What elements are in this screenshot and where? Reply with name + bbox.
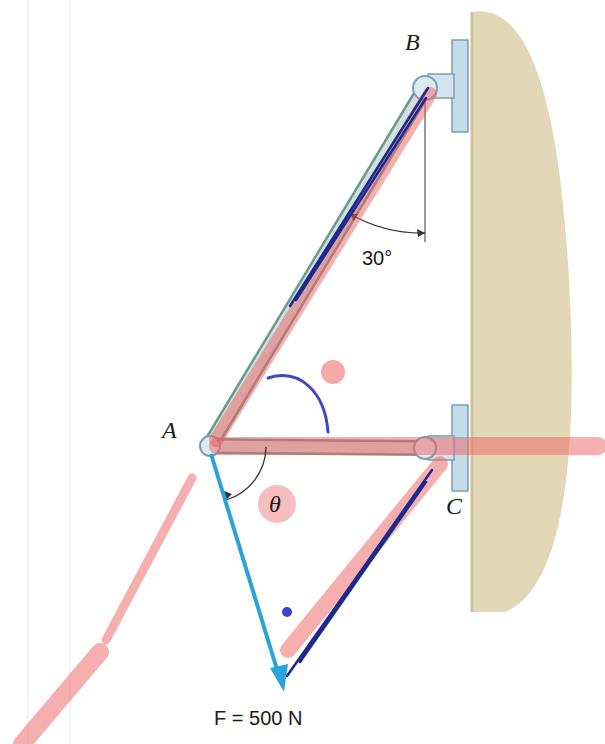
- highlight-strokes: [22, 94, 598, 744]
- angle-label: 30°: [362, 248, 392, 268]
- angle-label: θ: [269, 492, 281, 516]
- pen-dot: [282, 607, 292, 617]
- wall: [472, 11, 572, 612]
- pen-strokes: [287, 88, 432, 676]
- point-label: A: [162, 418, 177, 442]
- force-label: F = 500 N: [214, 708, 302, 728]
- highlight-dot: [258, 485, 296, 523]
- highlight-dot: [321, 360, 345, 384]
- angle-arc: [226, 447, 266, 500]
- point-label: C: [446, 494, 462, 518]
- margin-line: [28, 0, 29, 744]
- reference-line: [424, 100, 425, 242]
- arrowhead: [270, 664, 288, 692]
- wall-face: [471, 12, 474, 612]
- pen-arc: [268, 376, 328, 432]
- force-arrow: [211, 454, 279, 676]
- point-label: B: [405, 30, 420, 54]
- margin-line: [70, 0, 71, 744]
- arrowhead: [417, 229, 425, 237]
